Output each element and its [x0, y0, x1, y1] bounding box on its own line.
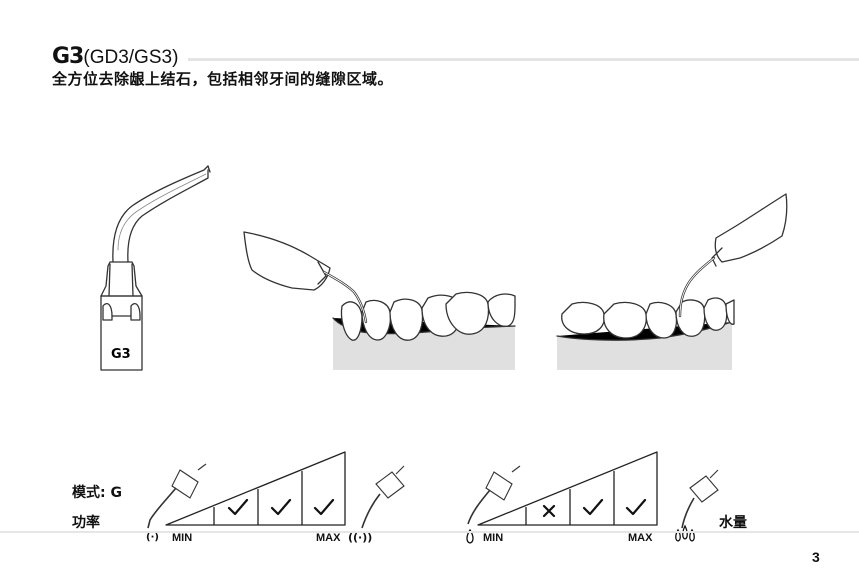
water-max-drops-icon: [675, 524, 695, 542]
power-scale: [165, 451, 346, 526]
power-min-handpiece: [147, 463, 207, 529]
header-rule: [188, 58, 859, 61]
water-min-handpiece: [467, 465, 521, 525]
mode-label: 模式: G: [72, 485, 122, 501]
footer-rule: [0, 531, 859, 533]
treatment-scene-left: [243, 231, 516, 370]
page-title: G3(GD3/GS3): [52, 44, 178, 70]
power-level-2-check: [270, 498, 292, 516]
water-max-handpiece: [681, 469, 719, 529]
water-level-2-check: [582, 498, 604, 516]
water-level-3-check: [625, 498, 647, 516]
page-number: 3: [812, 549, 820, 565]
tip-variants: (GD3/GS3): [83, 47, 179, 68]
water-level-1-cross: [542, 504, 556, 518]
water-min-label: MIN: [483, 532, 504, 544]
power-max-wave-icon: ((·)): [348, 531, 372, 544]
water-label: 水量: [719, 515, 747, 531]
treatment-scene-right: [556, 193, 788, 370]
power-min-label: MIN: [172, 532, 193, 544]
tip-model: G3: [52, 44, 84, 69]
water-max-label: MAX: [628, 532, 653, 544]
water-min-drop-icon: [466, 528, 474, 544]
water-scale: [477, 451, 658, 526]
power-max-label: MAX: [316, 532, 341, 544]
power-level-1-check: [227, 498, 249, 516]
tip-engraving: G3: [111, 347, 131, 362]
power-min-wave-icon: (·): [146, 532, 159, 543]
tip-description: 全方位去除龈上结石，包括相邻牙间的缝隙区域。: [52, 70, 394, 88]
power-label: 功率: [72, 515, 100, 531]
scaler-tip-drawing: [100, 165, 211, 371]
power-level-3-check: [313, 498, 335, 516]
power-max-handpiece: [361, 465, 405, 529]
